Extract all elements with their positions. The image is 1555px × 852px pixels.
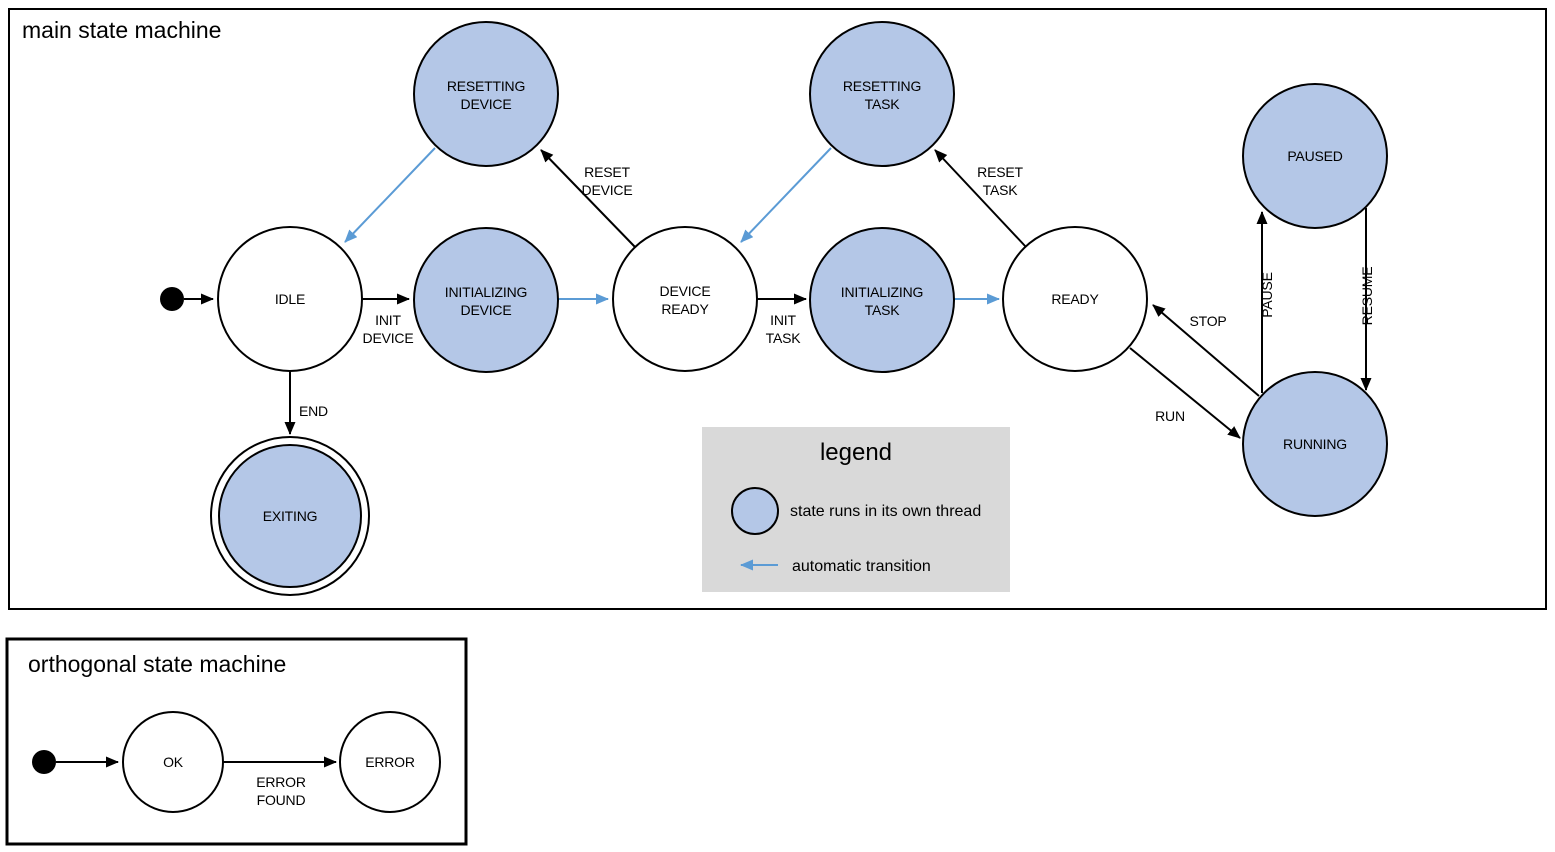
transition-end: END: [284, 371, 328, 435]
state-circle: [339, 711, 441, 813]
state-label: RESETTING: [447, 78, 525, 94]
initial-state-main: [160, 287, 214, 311]
transition-init-task: INIT TASK: [757, 293, 807, 346]
legend-threaded-state-label: state runs in its own thread: [790, 503, 981, 520]
state-ok: OK: [122, 711, 224, 813]
edge-line: [740, 147, 832, 243]
edge-label: RESET: [584, 164, 630, 180]
edge-label: INIT: [770, 312, 796, 328]
state-label: READY: [1051, 291, 1099, 307]
state-idle: IDLE: [217, 226, 363, 372]
edge-line: [344, 147, 436, 243]
state-exiting-final: EXITING: [210, 436, 370, 596]
state-label: OK: [163, 754, 184, 770]
edge-label: PAUSE: [1259, 272, 1275, 317]
state-label: EXITING: [263, 508, 318, 524]
transition-init-device: INIT DEVICE: [362, 293, 414, 346]
state-label: TASK: [865, 96, 901, 112]
initial-state-orthogonal: [32, 750, 119, 774]
initial-dot: [160, 287, 184, 311]
state-label: ERROR: [365, 754, 415, 770]
state-label: DEVICE: [461, 96, 512, 112]
state-label: INITIALIZING: [445, 284, 527, 300]
state-circle: [1002, 226, 1148, 372]
transition-pause: PAUSE: [1256, 211, 1275, 393]
edge-label: TASK: [983, 182, 1019, 198]
main-state-machine-panel: main state machine INIT DEVICE RESET DEV…: [8, 8, 1547, 610]
state-initializing-task: INITIALIZING TASK: [809, 227, 955, 373]
state-circle: [122, 711, 224, 813]
initial-dot: [32, 750, 56, 774]
state-label: DEVICE: [660, 283, 711, 299]
state-label: INITIALIZING: [841, 284, 923, 300]
legend: legend state runs in its own thread auto…: [702, 427, 1010, 592]
state-ready: READY: [1002, 226, 1148, 372]
orthogonal-state-machine-panel: orthogonal state machine ERROR FOUND OK …: [5, 637, 468, 846]
state-running: RUNNING: [1242, 371, 1388, 517]
state-error: ERROR: [339, 711, 441, 813]
edge-label: RESUME: [1359, 267, 1375, 326]
state-label: IDLE: [275, 291, 305, 307]
state-circle: [218, 444, 362, 588]
edge-line: [1129, 347, 1241, 439]
edge-label: TASK: [766, 330, 802, 346]
state-initializing-device: INITIALIZING DEVICE: [413, 227, 559, 373]
transition-auto-resettask-deviceready: [740, 147, 832, 243]
state-device-ready: DEVICE READY: [612, 226, 758, 372]
edge-label: FOUND: [257, 792, 306, 808]
transition-reset-device: RESET DEVICE: [540, 149, 636, 248]
state-circle: [612, 226, 758, 372]
state-circle: [1242, 83, 1388, 229]
edge-label: ERROR: [256, 774, 306, 790]
state-label: RESETTING: [843, 78, 921, 94]
transition-run: RUN: [1129, 347, 1241, 439]
edge-line: [1152, 304, 1260, 397]
transition-error-found: ERROR FOUND: [223, 756, 337, 808]
edge-label: RUN: [1155, 408, 1185, 424]
state-circle: [413, 227, 559, 373]
state-resetting-task: RESETTING TASK: [809, 21, 955, 167]
edge-label: DEVICE: [363, 330, 414, 346]
edge-line: [540, 149, 636, 248]
transition-resume: RESUME: [1359, 208, 1375, 391]
state-circle: [809, 227, 955, 373]
edge-label: RESET: [977, 164, 1023, 180]
legend-threaded-state-icon: [731, 487, 779, 535]
state-circle: [809, 21, 955, 167]
legend-title: legend: [820, 439, 892, 466]
edge-label: END: [299, 403, 328, 419]
state-label: TASK: [865, 302, 901, 318]
state-label: PAUSED: [1287, 148, 1342, 164]
orthogonal-title: orthogonal state machine: [28, 651, 286, 677]
state-circle: [413, 21, 559, 167]
legend-automatic-label: automatic transition: [792, 558, 931, 575]
state-paused: PAUSED: [1242, 83, 1388, 229]
state-label: READY: [661, 301, 709, 317]
edge-label: INIT: [375, 312, 401, 328]
edge-label: DEVICE: [582, 182, 633, 198]
transition-stop: STOP: [1152, 304, 1260, 397]
state-circle: [1242, 371, 1388, 517]
main-title: main state machine: [22, 17, 221, 43]
state-label: DEVICE: [461, 302, 512, 318]
state-label: RUNNING: [1283, 436, 1347, 452]
edge-label: STOP: [1189, 313, 1226, 329]
transition-reset-task: RESET TASK: [934, 149, 1027, 248]
edge-line: [934, 149, 1027, 248]
state-circle: [217, 226, 363, 372]
state-resetting-device: RESETTING DEVICE: [413, 21, 559, 167]
transition-auto-resetdev-idle: [344, 147, 436, 243]
